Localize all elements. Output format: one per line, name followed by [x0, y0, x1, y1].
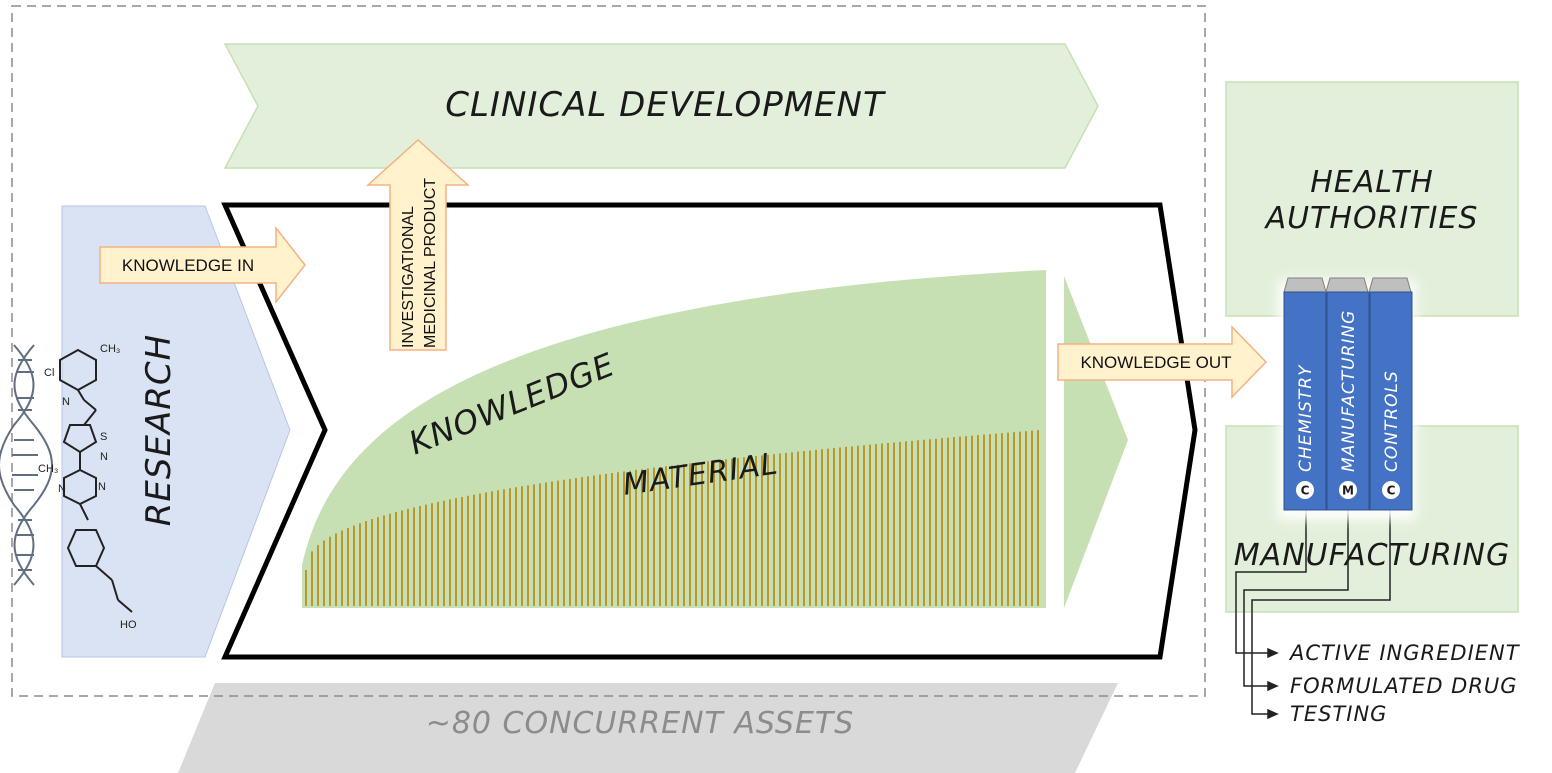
molecule-nh-label-b: N — [100, 451, 108, 463]
molecule-ch3-label-a: CH₃ — [100, 343, 120, 355]
material-hatch-area — [305, 430, 1039, 606]
research-label: RESEARCH — [139, 334, 179, 526]
molecule-s-label: S — [100, 431, 107, 443]
concurrent-assets-label: ~80 CONCURRENT ASSETS — [426, 706, 855, 741]
output-formulated-drug: FORMULATED DRUG — [1290, 674, 1518, 698]
health-authorities-label-line2: AUTHORITIES — [1264, 201, 1479, 236]
pillar-controls-letter: C — [1387, 484, 1396, 498]
output-connectors — [1235, 510, 1391, 720]
knowledge-out-label: KNOWLEDGE OUT — [1080, 353, 1231, 372]
output-testing: TESTING — [1290, 702, 1387, 726]
knowledge-in-label: KNOWLEDGE IN — [122, 256, 254, 275]
manufacturing-label: MANUFACTURING — [1234, 538, 1510, 573]
molecule-ho-label: HO — [120, 619, 137, 631]
molecule-n-label-b: N — [98, 481, 106, 493]
research-stage: RESEARCH — [61, 205, 291, 658]
health-authorities-label-line1: HEALTH — [1310, 165, 1434, 200]
knowledge-out-arrow: KNOWLEDGE OUT — [1057, 325, 1268, 399]
pillar-controls: CONTROLS C — [1368, 277, 1413, 511]
molecule-labels: Cl CH₃ N S N CH₃ N N HO — [38, 343, 137, 631]
molecule-structure-icon — [59, 348, 133, 613]
pillar-manufacturing: MANUFACTURING M — [1325, 277, 1370, 511]
cmc-pillars: CHEMISTRY C MANUFACTURING M CONTROLS C — [1283, 277, 1413, 511]
health-authorities-box: HEALTH AUTHORITIES — [1225, 81, 1519, 317]
pillar-chemistry: CHEMISTRY C — [1283, 277, 1327, 511]
pillar-manufacturing-letter: M — [1342, 484, 1354, 498]
molecule-n-label-a: N — [58, 483, 66, 495]
concurrent-assets-band: ~80 CONCURRENT ASSETS — [178, 683, 1118, 773]
clinical-development-stage: CLINICAL DEVELOPMENT — [223, 43, 1099, 169]
imp-label-line2: MEDICINAL PRODUCT — [422, 178, 439, 348]
pillar-manufacturing-label: MANUFACTURING — [1339, 310, 1359, 472]
pillar-chemistry-letter: C — [1301, 484, 1310, 498]
investigational-product-arrow: INVESTIGATIONAL MEDICINAL PRODUCT — [366, 138, 470, 351]
pillar-controls-label: CONTROLS — [1382, 370, 1402, 472]
molecule-cl-label: Cl — [44, 367, 54, 379]
output-active-ingredient: ACTIVE INGREDIENT — [1288, 641, 1521, 665]
knowledge-in-arrow: KNOWLEDGE IN — [99, 225, 306, 305]
molecule-nh-label-a: N — [62, 396, 70, 408]
pillar-chemistry-label: CHEMISTRY — [1296, 364, 1316, 472]
knowledge-curve-area — [302, 270, 1046, 608]
output-list: ACTIVE INGREDIENT FORMULATED DRUG TESTIN… — [1288, 641, 1521, 726]
dna-helix-icon — [0, 344, 53, 586]
imp-label-line1: INVESTIGATIONAL — [400, 206, 417, 348]
clinical-development-label: CLINICAL DEVELOPMENT — [445, 85, 886, 125]
molecule-ch3-label-b: CH₃ — [38, 463, 58, 475]
